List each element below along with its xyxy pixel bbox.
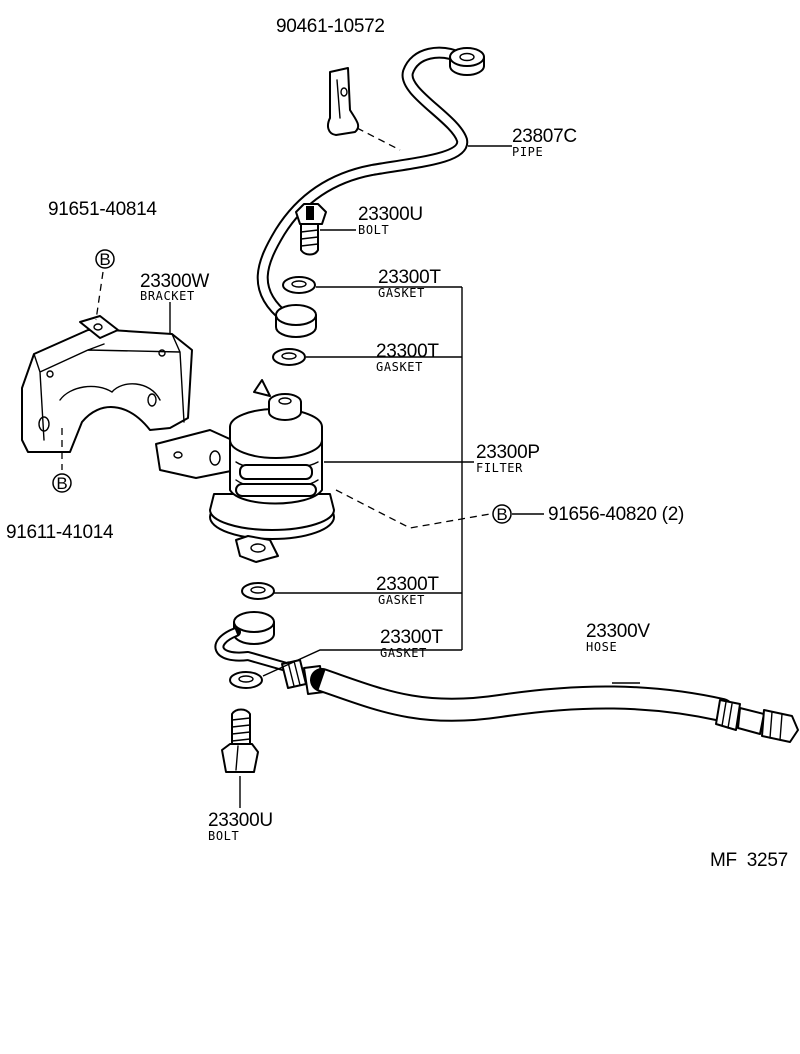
filter-bolt-leader (335, 489, 491, 529)
leader-lines (169, 145, 640, 808)
gasket-1-part-number: 23300T (378, 267, 441, 288)
code-b-marker-top: B (95, 249, 115, 269)
union-bolt-bottom (221, 708, 259, 773)
filter-part-name: FILTER (476, 461, 523, 475)
code-b-marker-bottom: B (52, 473, 72, 493)
bracket-part-number: 23300W (140, 271, 209, 292)
hose-part-name: HOSE (586, 640, 617, 654)
bolt-bottom-part-name: BOLT (208, 829, 239, 843)
bracket-bolt-bottom-part-number: 91611-41014 (6, 522, 114, 543)
bolt-top-part-number: 23300U (358, 204, 423, 225)
code-b-label: B (56, 474, 67, 493)
fuel-hose (214, 611, 799, 743)
filter-part-number: 23300P (476, 442, 540, 463)
gasket-4 (229, 671, 263, 689)
gasket-3-part-name: GASKET (378, 593, 425, 607)
clamp-part-number: 90461-10572 (276, 16, 385, 37)
gasket-1-part-name: GASKET (378, 286, 425, 300)
fuel-pipe (256, 46, 485, 338)
gasket-1 (282, 276, 316, 294)
gasket-2-part-number: 23300T (376, 341, 439, 362)
clamp-leader (356, 127, 401, 151)
bolt-bottom-part-number: 23300U (208, 810, 273, 831)
pipe-part-number: 23807C (512, 126, 577, 147)
code-b-marker-filter: B (492, 504, 512, 524)
pipe-clamp (327, 67, 360, 136)
union-bolt-top (295, 203, 327, 256)
bracket-bolt-leader-top (95, 271, 104, 321)
gasket-2-part-name: GASKET (376, 360, 423, 374)
bracket-bolt-top-part-number: 91651-40814 (48, 199, 157, 220)
gasket-2 (272, 348, 306, 366)
figure-code: MF 3257 (710, 850, 788, 871)
bolt-top-part-name: BOLT (358, 223, 389, 237)
gasket-3-part-number: 23300T (376, 574, 439, 595)
gasket-4-part-number: 23300T (380, 627, 443, 648)
hose-part-number: 23300V (586, 621, 650, 642)
code-b-label: B (99, 250, 110, 269)
bracket (21, 315, 193, 453)
gasket-4-part-name: GASKET (380, 646, 427, 660)
gasket-3 (241, 582, 275, 600)
pipe-part-name: PIPE (512, 145, 543, 159)
filter-bolt-part-number: 91656-40820 (2) (548, 504, 684, 525)
fuel-filter (155, 379, 335, 563)
code-b-label: B (496, 505, 507, 524)
bracket-part-name: BRACKET (140, 289, 195, 303)
